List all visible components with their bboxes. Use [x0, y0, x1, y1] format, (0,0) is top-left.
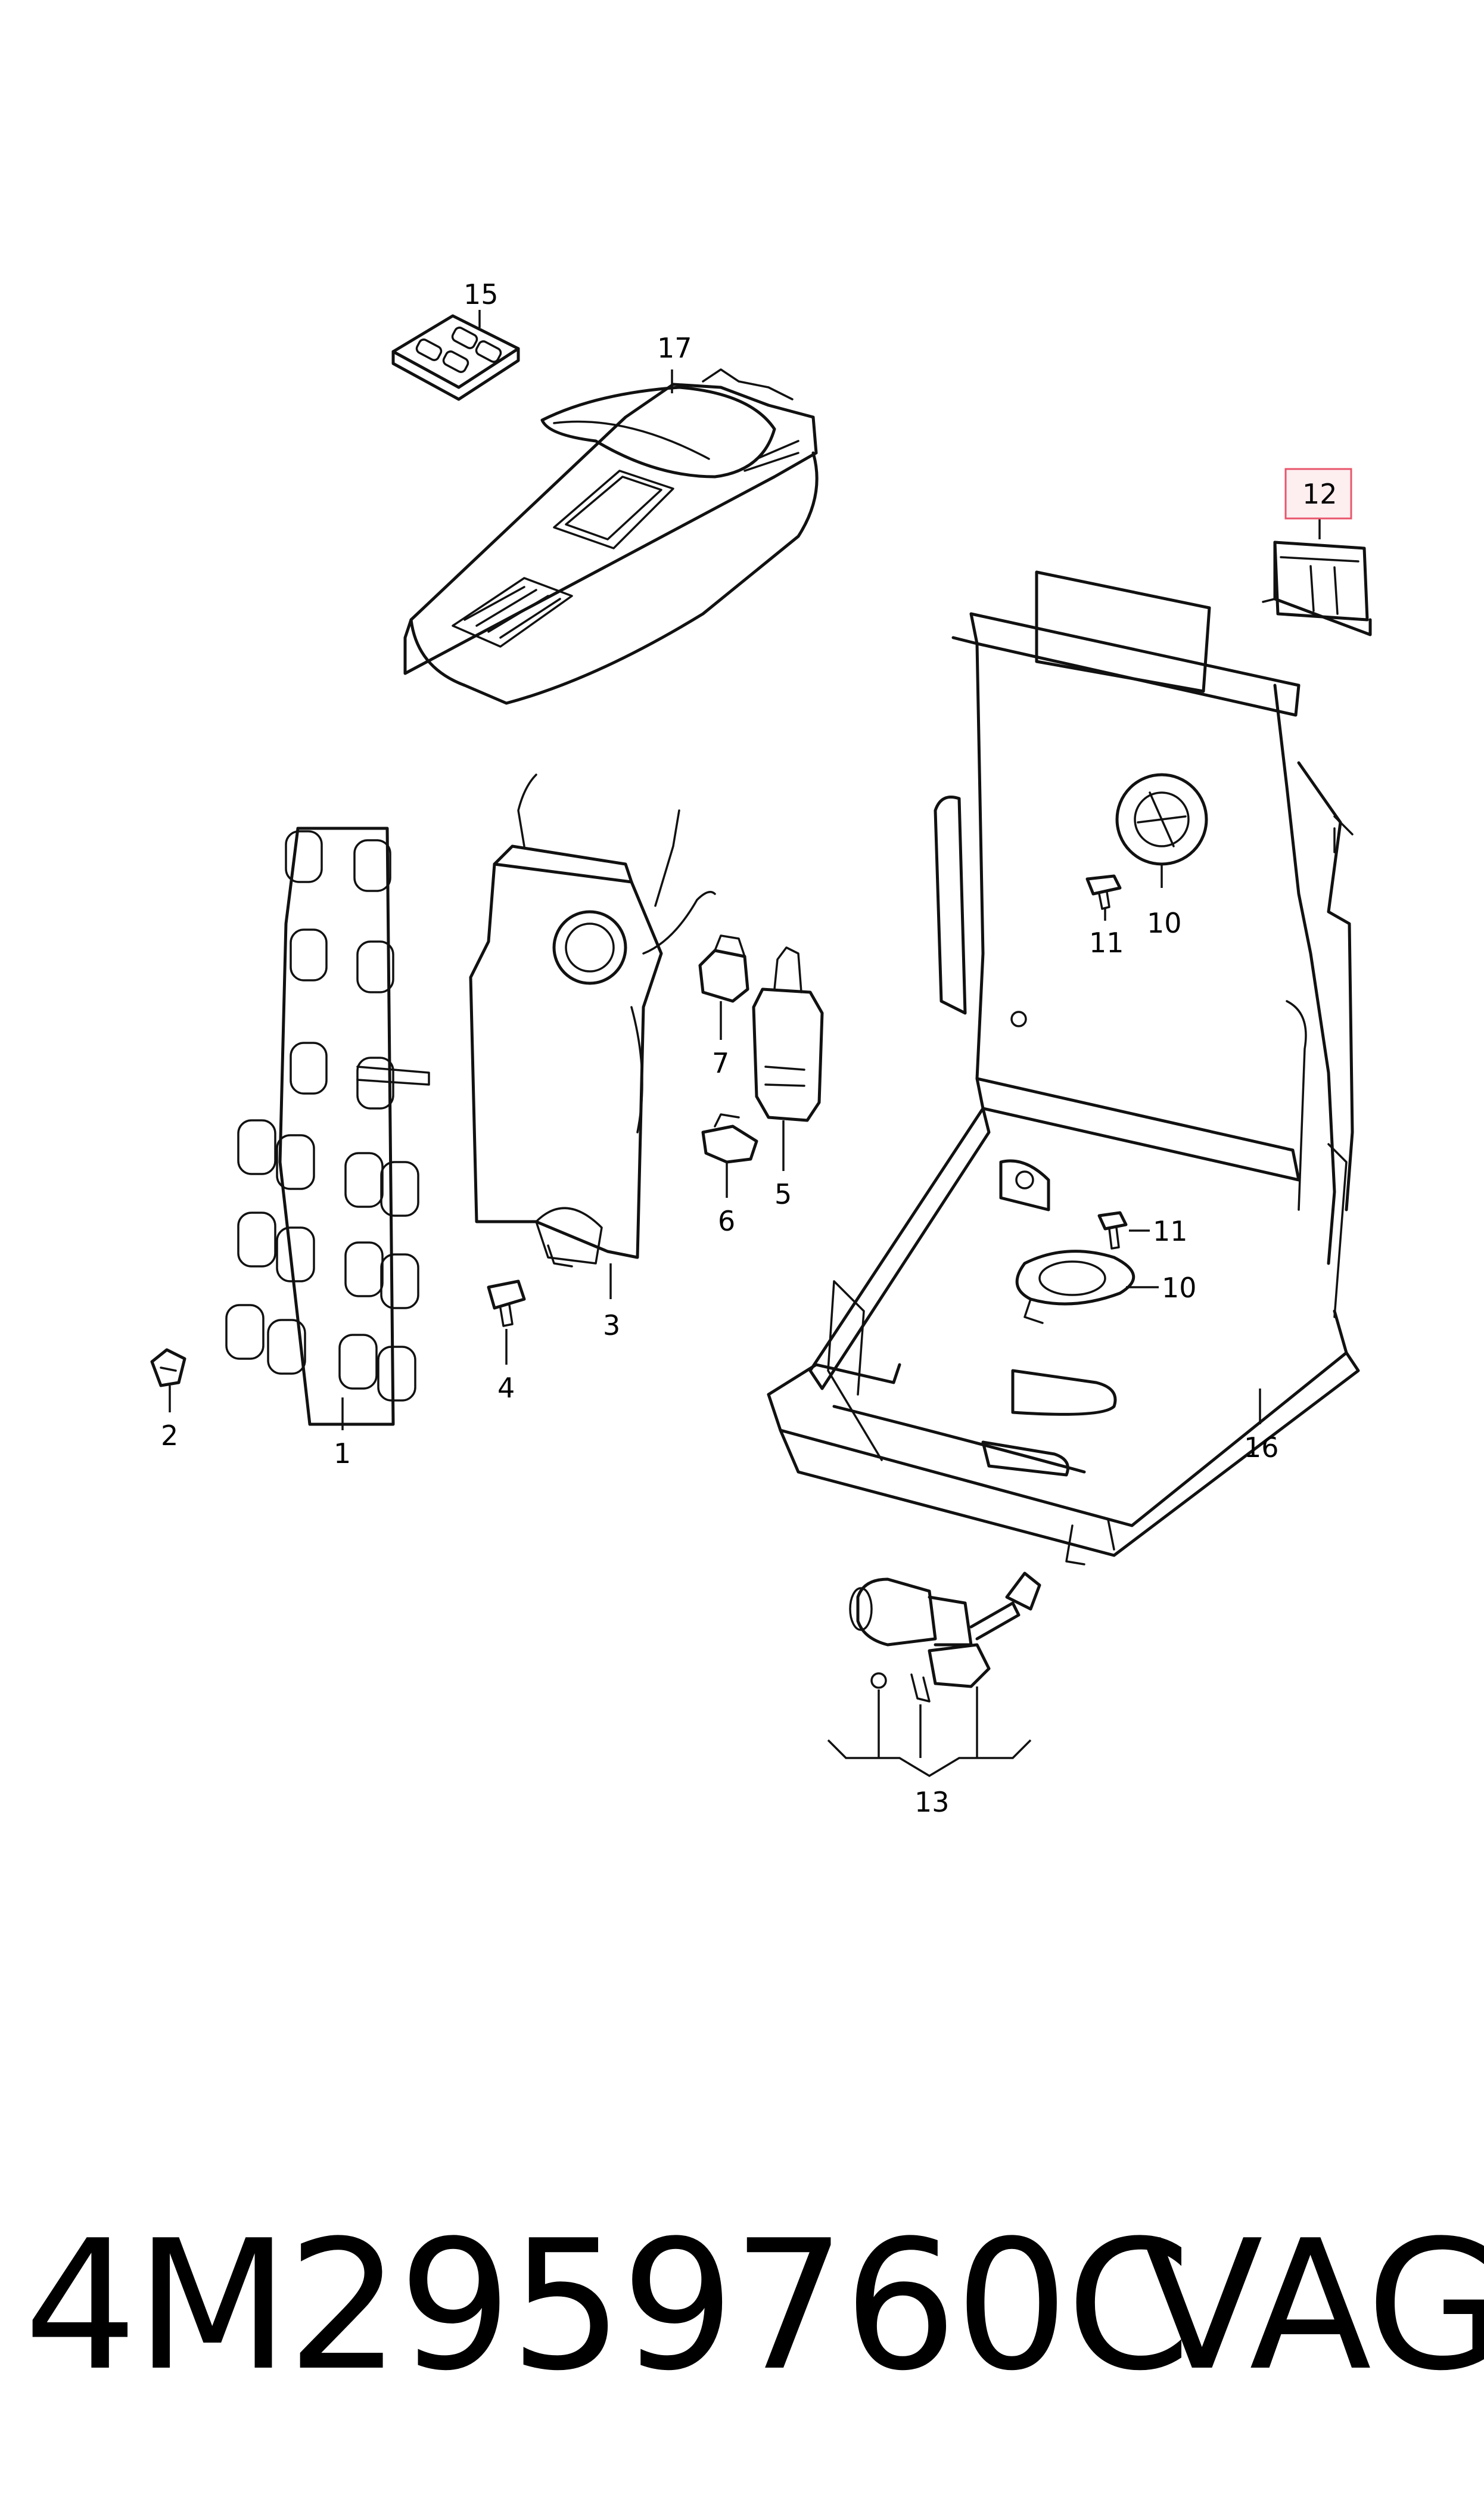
part-7-connector: [698, 934, 749, 1040]
callout-10-upper: 10: [1147, 907, 1182, 939]
part-3-lumbar-unit: [469, 774, 716, 1299]
part-13-motor-assembly: [827, 1571, 1041, 1778]
callout-4: 4: [497, 1372, 515, 1404]
brand-label: VAG: [1141, 2202, 1484, 2410]
part-2-clip: [150, 1348, 186, 1412]
callout-12: 12: [1302, 478, 1337, 510]
part-6-clip: [701, 1113, 758, 1198]
callout-2: 2: [161, 1420, 178, 1452]
callout-16: 16: [1244, 1431, 1279, 1464]
callout-17: 17: [657, 332, 692, 364]
part-1-heating-mat: [225, 827, 430, 1430]
callout-10-lower: 10: [1162, 1272, 1197, 1304]
callout-12-highlight-box: [1284, 468, 1352, 520]
part-5-control-module: [752, 946, 824, 1171]
callout-7: 7: [712, 1047, 729, 1079]
callout-5: 5: [774, 1178, 792, 1210]
callout-15: 15: [463, 278, 499, 310]
callout-1: 1: [334, 1437, 351, 1470]
part-number: 4M2959760C: [24, 2202, 1191, 2410]
part-17-armrest-cover: [403, 368, 819, 705]
part-16-seat-frame: [767, 570, 1360, 1566]
callout-13: 13: [914, 1786, 950, 1818]
callout-11-upper: 11: [1089, 927, 1124, 959]
callout-6: 6: [718, 1205, 735, 1237]
part-4-screw: [487, 1279, 526, 1365]
callout-3: 3: [603, 1309, 620, 1341]
part-11-screw-upper: [1085, 874, 1122, 921]
part-15-switch-panel: [391, 310, 520, 401]
part-12-bracket: [1262, 518, 1372, 636]
callout-11-lower: 11: [1153, 1215, 1188, 1247]
part-11-screw-lower: [1097, 1211, 1150, 1250]
